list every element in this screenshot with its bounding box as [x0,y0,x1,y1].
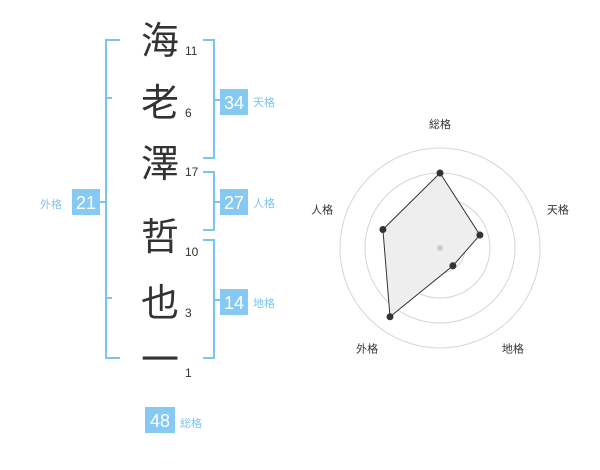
gaikaku-value: 21 [76,193,96,213]
stroke-counts: 11 6 17 10 3 1 [185,44,199,380]
name-char-2: 老 [141,81,179,125]
name-char-4: 哲 [141,215,179,259]
gaikaku-badge: 外格 21 [40,189,100,215]
radar-center [437,245,443,251]
jinkaku-badge: 27 人格 [220,189,275,215]
jinkaku-badge-box [220,189,248,215]
radar-area [382,172,481,318]
soukaku-label: 総格 [180,416,202,430]
tenkaku-badge-box [220,89,248,115]
gaikaku-bracket [100,39,120,359]
radar-axis-label-4: 外格 [356,341,378,355]
chikaku-value: 14 [224,293,244,313]
jinkaku-value: 27 [224,193,244,213]
stroke-count-5: 3 [185,306,192,320]
chikaku-badge: 14 地格 [220,289,275,315]
stroke-count-3: 17 [185,165,199,179]
stroke-count-4: 10 [185,245,199,259]
radar-point-1 [436,169,444,177]
soukaku-badge-box [145,407,175,433]
jinkaku-label: 人格 [253,196,275,210]
tenkaku-bracket [203,39,220,159]
tenkaku-value: 34 [224,93,244,113]
tenkaku-badge: 34 天格 [220,89,275,115]
chikaku-bracket [203,239,220,359]
soukaku-value: 48 [150,411,170,431]
gaikaku-badge-box [72,189,100,215]
jinkaku-bracket [203,171,220,231]
soukaku-badge: 48 総格 [145,407,202,433]
name-char-5: 也 [141,281,179,325]
radar-points [379,169,484,321]
radar-point-5 [379,226,387,233]
radar-point-4 [386,313,394,321]
stroke-count-2: 6 [185,106,192,120]
stroke-count-1: 11 [185,44,198,58]
name-char-3: 澤 [141,142,179,186]
brackets [100,39,220,359]
radar-point-3 [449,262,457,270]
chikaku-label: 地格 [253,296,275,310]
name-char-1: 海 [141,19,179,63]
radar-axis-label-3: 地格 [502,341,524,355]
radar-axis-label-5: 人格 [311,203,333,217]
chikaku-badge-box [220,289,248,315]
name-char-6: 一 [141,338,179,382]
name-characters: 海 老 澤 哲 也 一 [141,19,179,382]
gaikaku-label: 外格 [40,197,62,211]
radar-ring-4 [339,147,541,349]
radar-point-2 [476,231,484,239]
radar-axis-label-1: 総格 [429,117,451,131]
radar-axis-label-2: 天格 [547,203,569,217]
tenkaku-label: 天格 [253,95,275,109]
stroke-count-6: 1 [185,366,192,380]
